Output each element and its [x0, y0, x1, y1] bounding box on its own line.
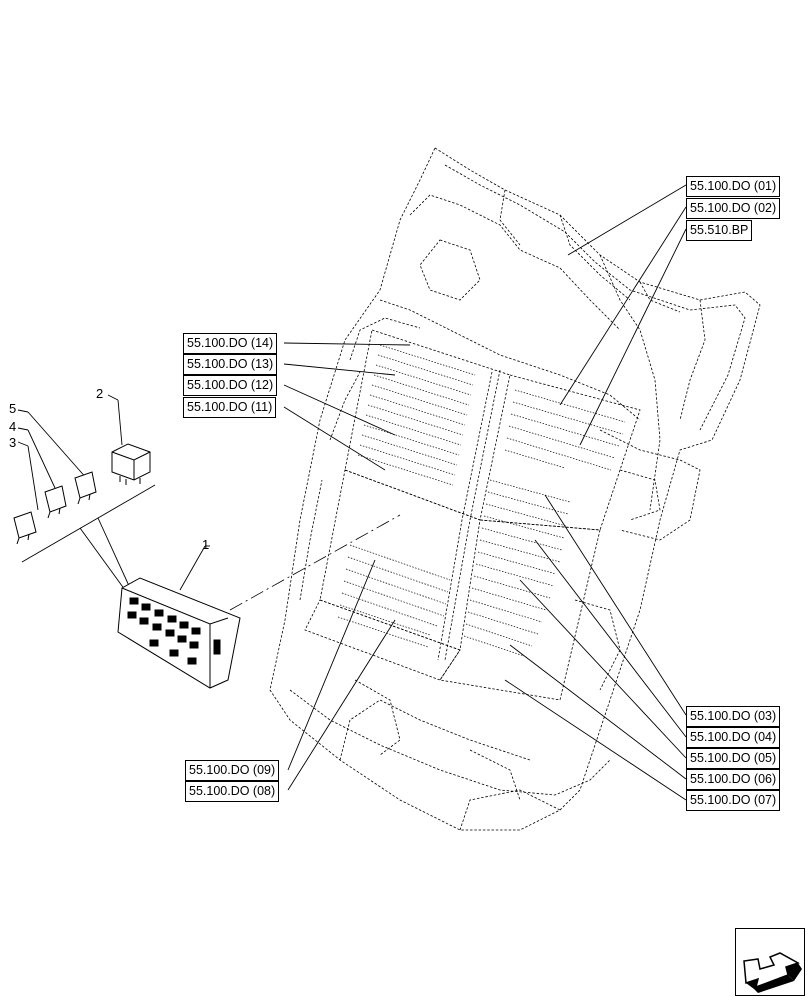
callout-55-100-do-08[interactable]: 55.100.DO (08)	[185, 781, 280, 802]
callout-55-100-do-04[interactable]: 55.100.DO (04)	[686, 727, 781, 748]
callout-55-100-do-12[interactable]: 55.100.DO (12)	[183, 375, 278, 396]
item-number-3: 3	[9, 435, 17, 450]
cab-frame-outline	[269, 147, 761, 831]
callout-55-100-do-06[interactable]: 55.100.DO (06)	[686, 769, 781, 790]
callout-55-100-do-09[interactable]: 55.100.DO (09)	[185, 760, 280, 781]
relay-part	[111, 443, 151, 485]
callout-leader-lines	[17, 184, 687, 801]
callout-55-510-bp[interactable]: 55.510.BP	[686, 220, 753, 241]
blade-fuses-part	[13, 471, 97, 545]
next-page-arrow-icon	[743, 952, 802, 993]
item-number-1: 1	[202, 537, 210, 552]
fuse-block-part	[117, 577, 241, 689]
callout-55-100-do-02[interactable]: 55.100.DO (02)	[686, 198, 781, 219]
callout-55-100-do-14[interactable]: 55.100.DO (14)	[183, 333, 278, 354]
explode-line	[229, 514, 401, 611]
callout-55-100-do-05[interactable]: 55.100.DO (05)	[686, 748, 781, 769]
next-page-arrow-button[interactable]	[735, 928, 805, 996]
callout-55-100-do-07[interactable]: 55.100.DO (07)	[686, 790, 781, 811]
fuse-grid-pattern	[337, 344, 626, 657]
item-number-4: 4	[9, 419, 17, 434]
callout-55-100-do-03[interactable]: 55.100.DO (03)	[686, 706, 781, 727]
callout-55-100-do-11[interactable]: 55.100.DO (11)	[183, 397, 277, 418]
item-number-5: 5	[9, 401, 17, 416]
callout-55-100-do-01[interactable]: 55.100.DO (01)	[686, 176, 781, 197]
callout-55-100-do-13[interactable]: 55.100.DO (13)	[183, 354, 278, 375]
item-number-2: 2	[96, 386, 104, 401]
